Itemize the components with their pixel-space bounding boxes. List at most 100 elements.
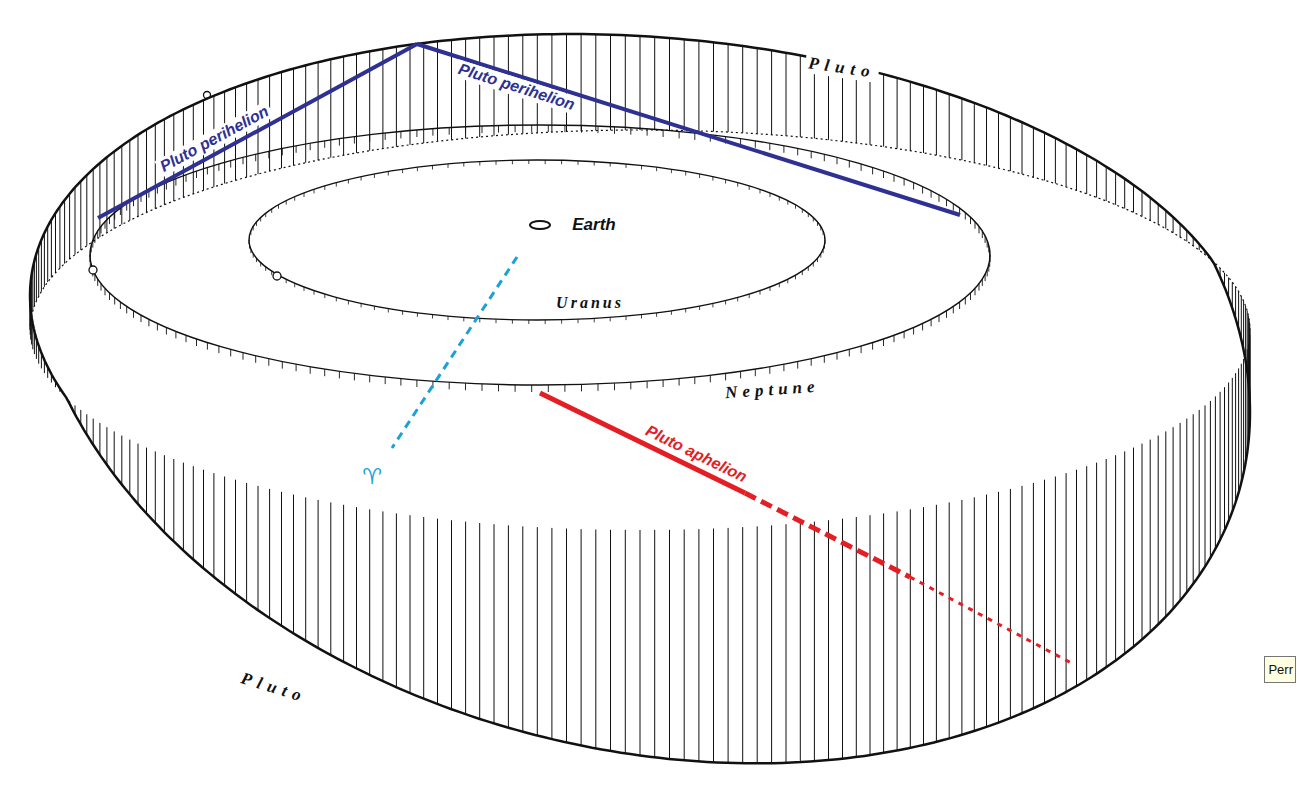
neptune-tick (564, 125, 565, 132)
neptune-tick (268, 151, 269, 158)
neptune-tick (663, 380, 664, 387)
earth-orbit (530, 221, 550, 229)
hatch-line (1033, 483, 1034, 708)
hatch-line (494, 524, 495, 723)
hatch-line (728, 44, 729, 132)
hatch-line (86, 175, 87, 246)
hatch-line (106, 157, 107, 233)
hatch-line (146, 448, 147, 514)
hatch-line (80, 181, 81, 250)
hatch-line (38, 247, 39, 297)
hatch-line (121, 146, 122, 225)
hatch-line (69, 194, 70, 259)
hatch-line (1115, 455, 1116, 660)
hatch-line (610, 530, 611, 751)
neptune-tick (230, 349, 231, 356)
hatch-line (595, 34, 596, 130)
hatch-line (640, 530, 641, 755)
perihelion-label: Pluto perihelion (154, 101, 274, 178)
hatch-line (1086, 155, 1087, 194)
hatch-line (1076, 149, 1077, 190)
hatch-line (870, 515, 871, 755)
hatch-line (698, 41, 699, 131)
neptune-tick (282, 362, 283, 369)
hatch-line (1165, 211, 1166, 229)
neptune-tick (939, 315, 940, 322)
neptune-tick (904, 331, 905, 338)
neptune-tick (922, 323, 923, 330)
neptune-tick (598, 126, 599, 133)
neptune-tick (482, 126, 483, 133)
hatch-line (1010, 117, 1011, 171)
hatch-line (910, 509, 911, 748)
neptune-tick (614, 127, 615, 134)
hatch-line (923, 507, 924, 745)
neptune-tick (694, 377, 695, 384)
neptune-tick (230, 161, 231, 168)
hatch-line (183, 463, 184, 551)
orbit-ticks (90, 125, 990, 392)
hatch-line (949, 502, 950, 738)
neptune-tick (498, 384, 499, 391)
pluto-orbit (30, 34, 1250, 763)
neptune-tick (931, 191, 932, 198)
hatch-line (1173, 427, 1174, 609)
neptune-tick (725, 373, 726, 380)
aphelion-extension (910, 577, 1075, 665)
neptune-tick (207, 167, 208, 174)
neptune-tick (824, 154, 825, 161)
orbit-name: Pluto (236, 668, 312, 709)
hatch-line (1076, 470, 1077, 686)
aphelion-extension (745, 493, 910, 577)
neptune-tick (296, 146, 297, 153)
hatch-line (382, 511, 383, 681)
hatch-line (1055, 138, 1056, 183)
hatch-line (610, 35, 611, 131)
hatch-line (330, 502, 331, 655)
hatch-line (1205, 405, 1206, 566)
hatch-line (1238, 368, 1239, 492)
hatch-line (1150, 198, 1151, 221)
hatch-line (581, 529, 582, 745)
hatch-line (99, 163, 100, 237)
hatch-line (1150, 440, 1151, 632)
hatch-line (961, 500, 962, 735)
hatch-line (897, 511, 898, 750)
hatch-line (842, 519, 843, 759)
hatch-line (193, 466, 194, 559)
hatch-line (856, 517, 857, 757)
neptune-tick (354, 373, 355, 380)
neptune-tick (797, 362, 798, 369)
hatch-line (1173, 217, 1174, 233)
hatch-line (55, 213, 56, 273)
hatch-line (1115, 173, 1116, 205)
neptune-tick (861, 346, 862, 353)
neptune-tick (531, 385, 532, 392)
neptune-tick (647, 129, 648, 136)
hatch-line (998, 492, 999, 723)
neptune-tick (783, 146, 784, 153)
pluto-orbit-curve (30, 34, 1250, 763)
hatch-line (423, 517, 424, 699)
hatch-line (59, 207, 60, 269)
hatch-line (451, 520, 452, 709)
neptune-tick (465, 383, 466, 390)
hatch-line (949, 94, 950, 158)
neptune-tick (243, 353, 244, 360)
hatch-line (669, 38, 670, 130)
hatch-line (356, 507, 357, 668)
hatch-line (883, 74, 884, 146)
hatch-line (246, 483, 247, 602)
hatch-line (114, 431, 115, 474)
neptune-tick (872, 167, 873, 174)
neptune-tick (824, 356, 825, 363)
neptune-tick (872, 343, 873, 350)
hatch-line (396, 513, 397, 687)
hatch-line (961, 98, 962, 160)
planet-dot (89, 266, 97, 274)
hatch-line (293, 495, 294, 634)
neptune-tick (196, 171, 197, 178)
neptune-tick (946, 311, 947, 318)
hatch-line (106, 427, 107, 465)
